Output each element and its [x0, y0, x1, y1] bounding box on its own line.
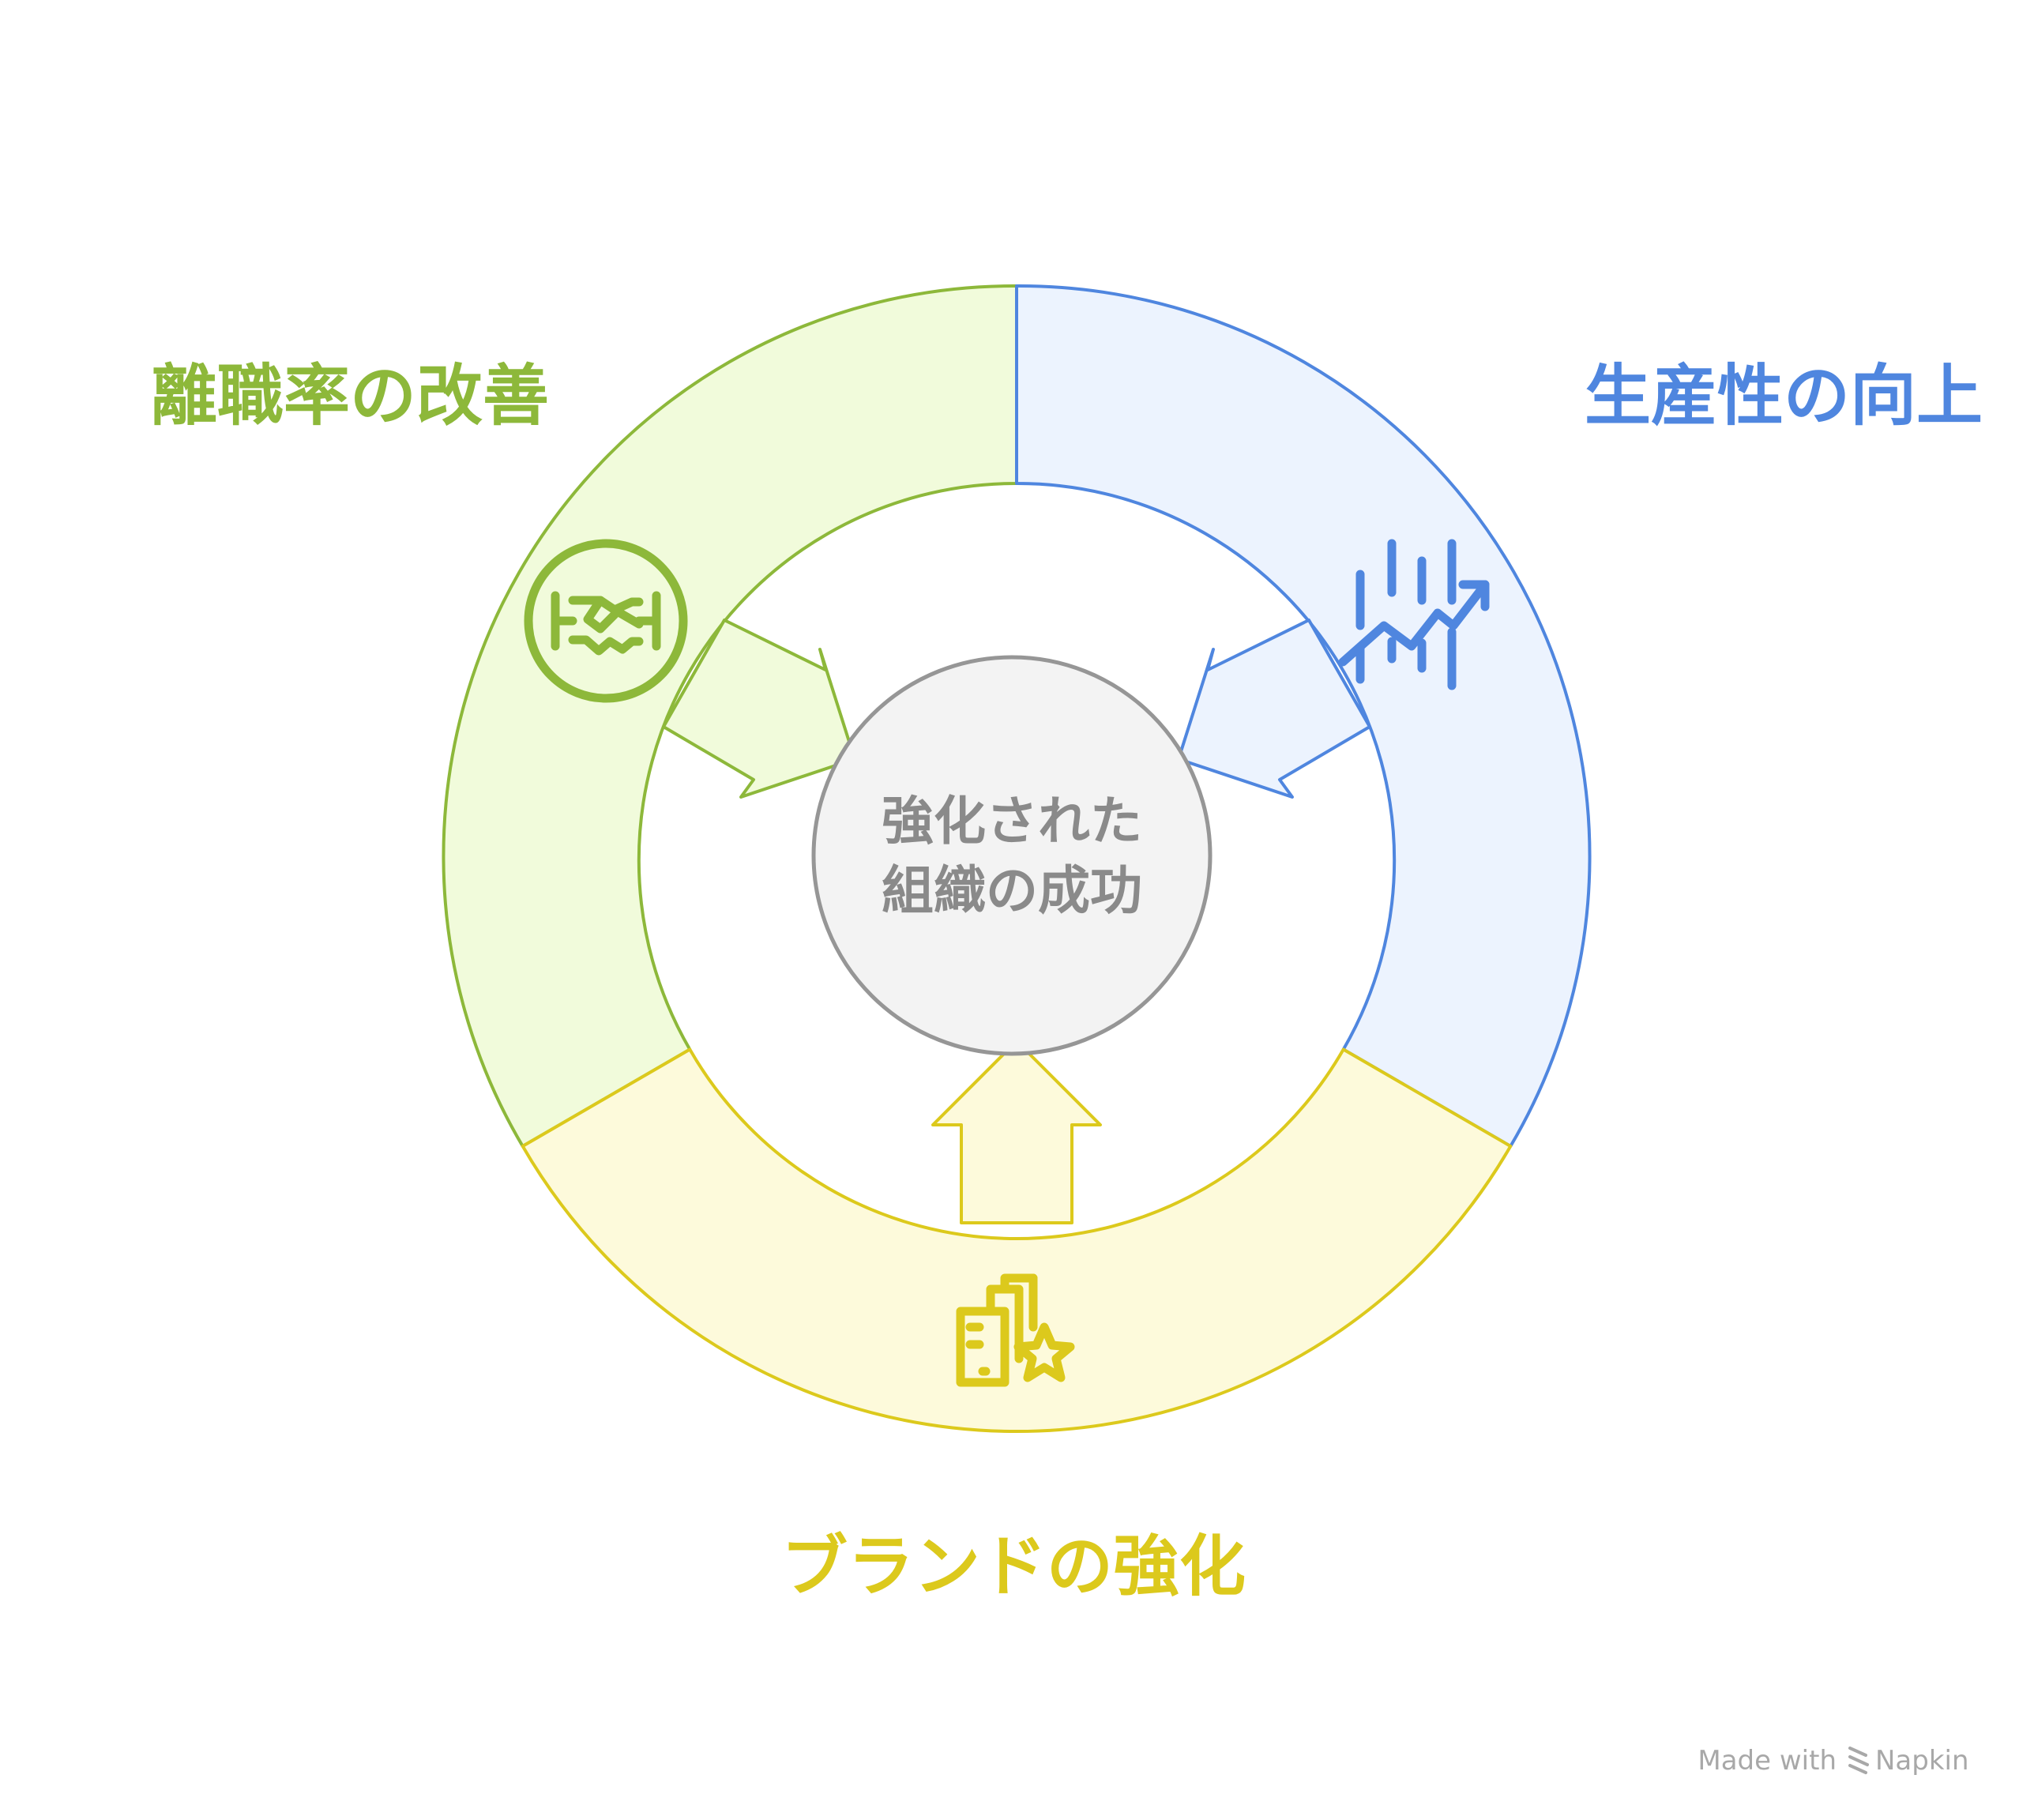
napkin-logo-icon — [1848, 1747, 1869, 1774]
watermark-made-with: Made with — [1698, 1745, 1837, 1777]
growth-chart-icon — [1338, 539, 1490, 690]
label-brand: ブランドの強化 — [781, 1528, 1246, 1605]
segment-brand — [521, 1040, 1513, 1434]
building-star-icon — [956, 1273, 1075, 1387]
segment-retention-band — [442, 284, 1018, 1148]
segment-productivity-band — [1015, 284, 1592, 1148]
napkin-watermark: Made with Napkin — [1698, 1745, 1968, 1777]
arrow-productivity — [1177, 619, 1371, 799]
center-title-line1: 強化された — [882, 791, 1142, 852]
label-retention: 離職率の改善 — [151, 357, 549, 434]
arrow-retention — [662, 619, 856, 799]
label-productivity: 生産性の向上 — [1585, 357, 1983, 434]
center-circle — [811, 655, 1213, 1056]
segment-brand-band — [521, 1047, 1513, 1434]
center-node: 強化された 組織の成功 — [811, 655, 1213, 1056]
arrow-brand — [931, 1040, 1102, 1224]
center-title-line2: 組織の成功 — [882, 860, 1142, 921]
watermark-brand: Napkin — [1875, 1745, 1969, 1777]
segment-retention — [442, 284, 1018, 1148]
handshake-icon — [524, 539, 688, 703]
segment-productivity — [1015, 284, 1592, 1148]
